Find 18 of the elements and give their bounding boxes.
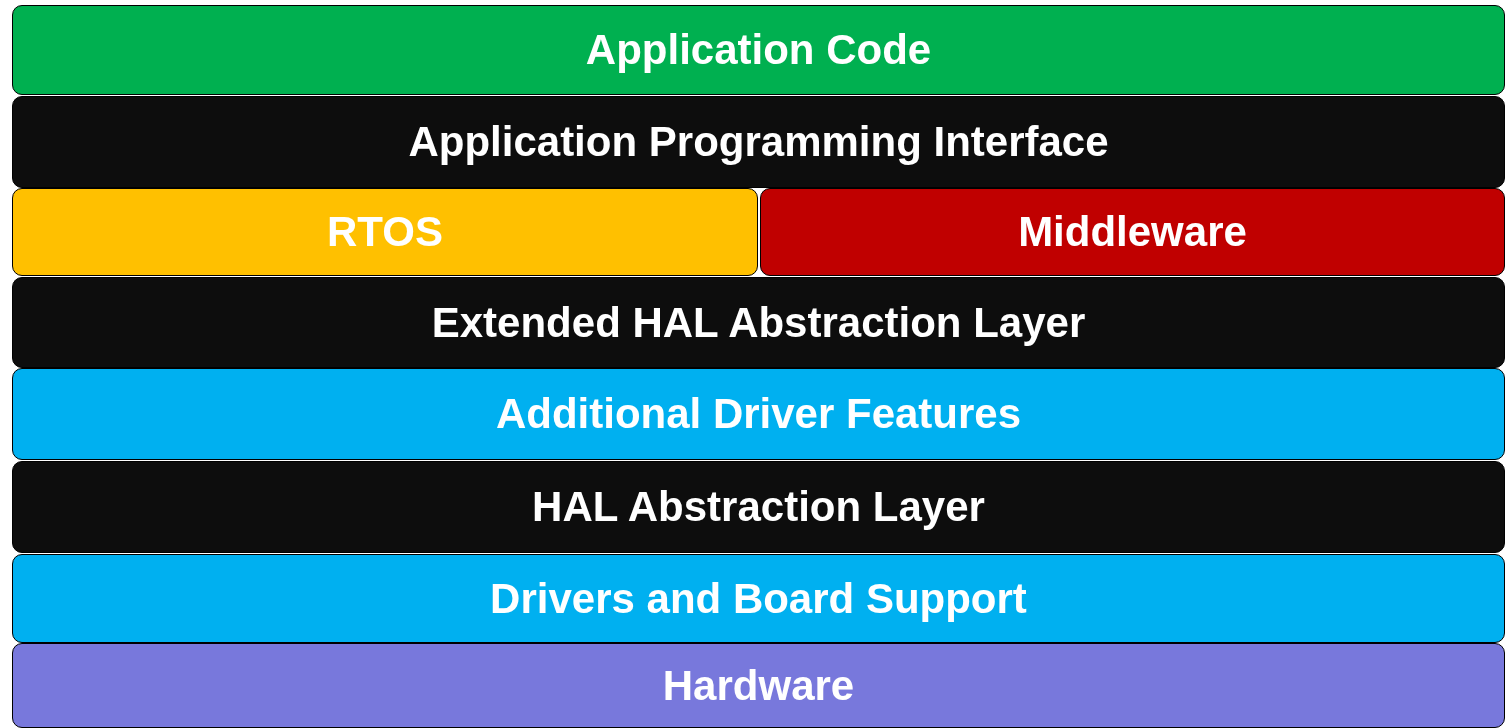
layer-label: Drivers and Board Support <box>490 574 1027 623</box>
layer-band <box>12 188 758 276</box>
layer-band <box>12 461 1505 553</box>
layer-band <box>12 96 1505 188</box>
layer-label: Extended HAL Abstraction Layer <box>431 298 1086 347</box>
layer-label: Application Code <box>585 26 932 74</box>
layer-band <box>12 5 1505 95</box>
layer-band <box>12 277 1505 368</box>
layer-label: Hardware <box>662 661 855 710</box>
layer-band <box>12 554 1505 643</box>
layer-label: Middleware <box>1018 208 1247 256</box>
layer-label: RTOS <box>327 208 443 256</box>
layer-band <box>12 368 1505 460</box>
layer-band <box>760 188 1505 276</box>
layer-label: HAL Abstraction Layer <box>532 483 985 531</box>
layer-label: Additional Driver Features <box>495 390 1022 438</box>
layer-label: Application Programming Interface <box>408 118 1109 166</box>
layer-band <box>12 643 1505 728</box>
